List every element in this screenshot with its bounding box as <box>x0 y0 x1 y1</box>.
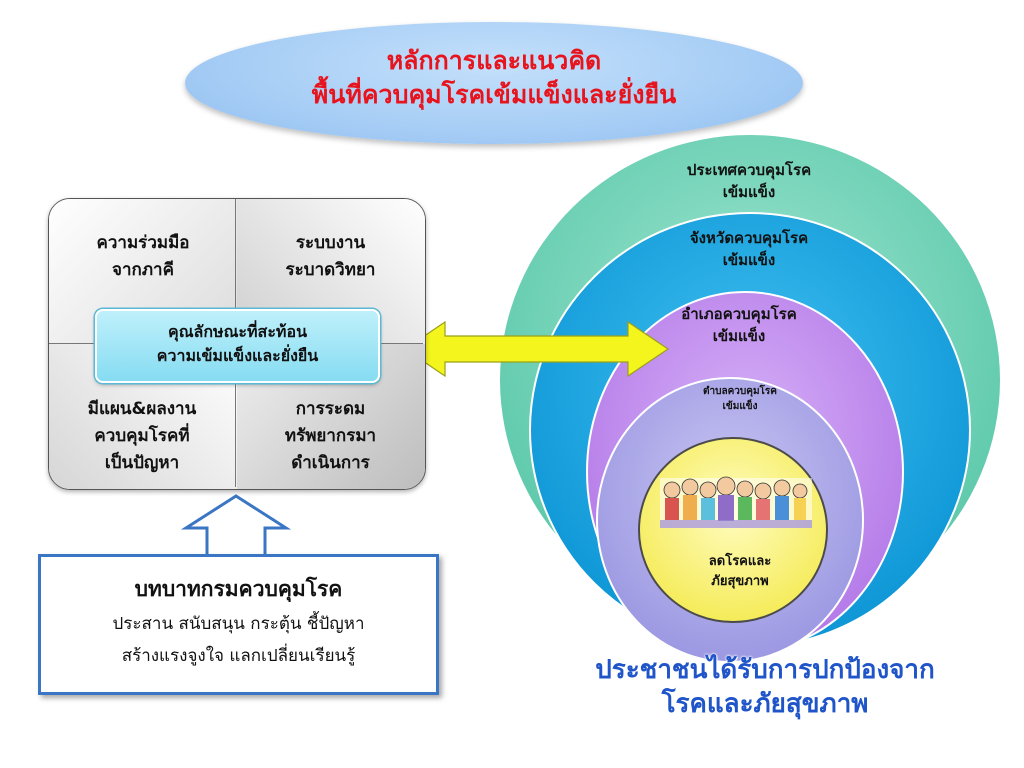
ring-core-label-line-2: ภัยสุขภาพ <box>711 574 769 589</box>
blue-outline-up-arrow-icon <box>180 494 292 558</box>
ring-subdistrict-label: ตำบลควบคุมโรค เข้มแข็ง <box>660 384 820 414</box>
ring-core-label-line-1: ลดโรคและ <box>708 554 772 569</box>
quadrant-bottom-right-line-3: ดำเนินการ <box>291 453 370 473</box>
role-box <box>38 554 439 695</box>
quadrant-top-right-line-1: ระบบงาน <box>295 233 366 253</box>
ring-country-label-line-1: ประเทศควบคุมโรค <box>686 161 812 179</box>
ring-subdistrict-label-line-2: เข้มแข็ง <box>722 401 758 412</box>
ring-country-label-line-2: เข้มแข็ง <box>722 183 776 201</box>
ring-core-label: ลดโรคและ ภัยสุขภาพ <box>680 552 800 592</box>
ring-province-label: จังหวัดควบคุมโรค เข้มแข็ง <box>640 227 858 271</box>
quadrant-top-left-line-2: จากภาคี <box>112 260 174 280</box>
ring-district-label: อำเภอควบคุมโรค เข้มแข็ง <box>630 303 848 347</box>
center-box-line-2: ความเข้มแข็งและยั่งยืน <box>156 346 319 365</box>
ring-country-label: ประเทศควบคุมโรค เข้มแข็ง <box>640 159 858 203</box>
quadrant-top-left-text: ความร่วมมือ จากภาคี <box>58 230 228 284</box>
quadrant-bottom-left-line-2: ควบคุมโรคที่ <box>94 426 190 446</box>
ring-province-label-line-2: เข้มแข็ง <box>722 251 776 269</box>
bottom-caption-line-2: โรคและภัยสุขภาพ <box>661 689 869 719</box>
role-heading: บทบาทกรมควบคุมโรค <box>134 577 343 601</box>
quadrant-bottom-left-text: มีแผน&ผลงาน ควบคุมโรคที่ เป็นปัญหา <box>52 396 232 477</box>
center-box-line-1: คุณลักษณะที่สะท้อน <box>167 322 308 341</box>
title-line-2: พื้นที่ควบคุมโรคเข้มแข็งและยั่งยืน <box>311 80 677 109</box>
ring-province-label-line-1: จังหวัดควบคุมโรค <box>689 229 809 247</box>
role-line-1: ประสาน สนับสนุน กระตุ้น ชี้ปัญหา <box>112 614 365 634</box>
role-line-2: สร้างแรงจูงใจ แลกเปลี่ยนเรียนรู้ <box>121 646 356 666</box>
quadrant-top-right-text: ระบบงาน ระบาดวิทยา <box>238 230 423 284</box>
quadrant-top-right-line-2: ระบาดวิทยา <box>285 260 376 280</box>
yellow-double-arrow-icon <box>403 320 670 378</box>
title-ellipse <box>185 22 803 144</box>
title-line-1: หลักการและแนวคิด <box>386 46 602 75</box>
ring-core <box>638 437 828 623</box>
bottom-caption-line-1: ประชาชนได้รับการปกป้องจาก <box>595 655 935 685</box>
cartoon-people-icon <box>660 476 812 528</box>
ring-district-label-line-2: เข้มแข็ง <box>712 327 766 345</box>
quadrant-bottom-right-text: การระดม ทรัพยากรมา ดำเนินการ <box>238 396 423 477</box>
quadrant-top-left-line-1: ความร่วมมือ <box>96 233 190 253</box>
quadrant-bottom-right-line-2: ทรัพยากรมา <box>284 426 377 446</box>
quadrant-bottom-left-line-3: เป็นปัญหา <box>104 453 180 473</box>
quadrant-bottom-right-line-1: การระดม <box>295 399 366 419</box>
ring-district-label-line-1: อำเภอควบคุมโรค <box>681 305 797 323</box>
quadrant-bottom-left-line-1: มีแผน&ผลงาน <box>87 399 197 419</box>
center-characteristics-box <box>95 309 380 383</box>
ring-subdistrict-label-line-1: ตำบลควบคุมโรค <box>703 386 777 397</box>
